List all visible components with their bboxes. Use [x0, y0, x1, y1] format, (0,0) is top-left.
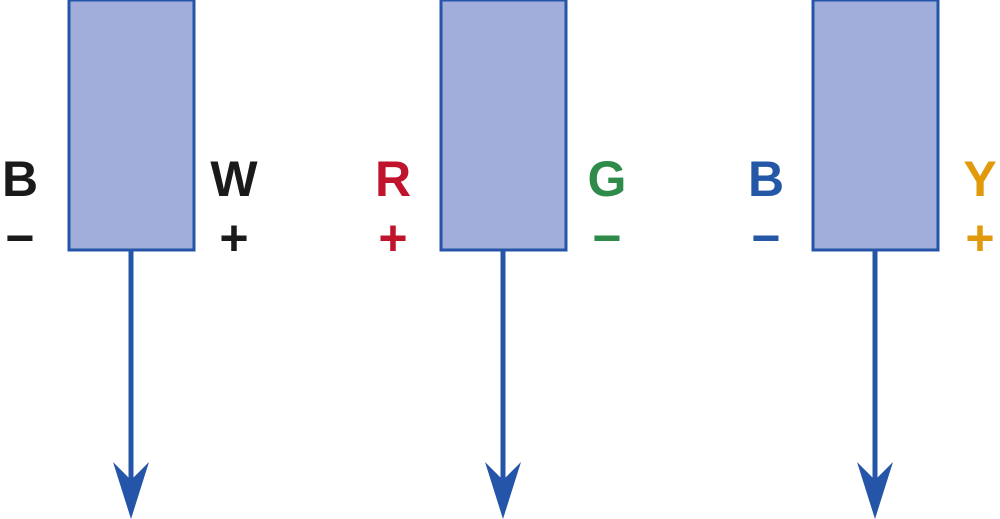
unit-3-right-letter: Y — [963, 151, 997, 207]
unit-2-box — [439, 0, 568, 252]
unit-1-right-sign: + — [219, 210, 249, 266]
unit-3-left-sign: − — [751, 210, 781, 266]
unit-3 — [811, 0, 940, 519]
unit-2 — [439, 0, 568, 519]
unit-2-right-sign: − — [592, 210, 622, 266]
unit-1-left-sign: − — [5, 210, 35, 266]
unit-3-left-letter: B — [747, 151, 785, 207]
unit-1 — [67, 0, 196, 519]
unit-2-arrow-head — [485, 462, 521, 519]
unit-3-right-sign: + — [965, 210, 995, 266]
unit-1-right-letter: W — [210, 151, 258, 207]
unit-3-box — [811, 0, 940, 252]
unit-1-left-letter: B — [1, 151, 39, 207]
unit-2-right-letter: G — [587, 151, 627, 207]
unit-3-arrow-head — [857, 462, 893, 519]
unit-2-left-sign: + — [378, 210, 408, 266]
unit-1-box — [67, 0, 196, 252]
unit-2-left-letter: R — [374, 151, 412, 207]
unit-1-arrow-head — [113, 462, 149, 519]
